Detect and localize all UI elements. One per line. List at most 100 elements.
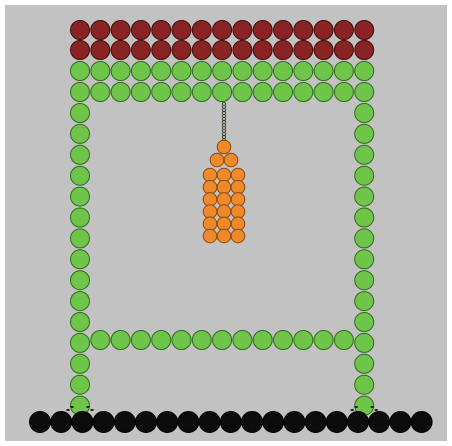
top-weight-ball (111, 41, 130, 60)
frame-crossbar-ball (253, 331, 272, 350)
frame-right-leg-ball (355, 145, 374, 164)
top-weight-ball (192, 41, 211, 60)
frame-right-leg-ball (355, 354, 374, 373)
frame-left-leg-ball (71, 375, 90, 394)
frame-crossbar-ball (152, 331, 171, 350)
top-weight-ball (91, 21, 110, 40)
frame-beam-ball (253, 83, 272, 102)
joint-marker (67, 409, 70, 411)
frame-beam-ball (172, 62, 191, 81)
frame-beam-ball (131, 62, 150, 81)
frame-right-leg-ball (355, 166, 374, 185)
frame-beam-ball (314, 83, 333, 102)
hanging-weight-ball (217, 229, 231, 243)
ground-ball (284, 412, 305, 433)
frame-beam-ball (314, 62, 333, 81)
top-weight-ball (334, 21, 353, 40)
frame-left-leg-ball (71, 313, 90, 332)
frame-beam-ball (111, 83, 130, 102)
frame-crossbar-ball (91, 331, 110, 350)
frame-crossbar-ball (192, 331, 211, 350)
ground-ball (114, 412, 135, 433)
frame-beam-ball (71, 83, 90, 102)
frame-right-leg-ball (355, 229, 374, 248)
hanging-weight-ball (210, 153, 224, 167)
ground-ball (199, 412, 220, 433)
joint-marker (351, 409, 354, 411)
frame-beam-ball (213, 83, 232, 102)
ground-ball (220, 412, 241, 433)
frame-beam-ball (192, 62, 211, 81)
frame-left-leg-ball (71, 229, 90, 248)
top-weight-ball (131, 21, 150, 40)
hanging-weight-ball (203, 168, 217, 182)
ground-ball (157, 412, 178, 433)
frame-right-leg-ball (355, 333, 374, 352)
hanging-weight-ball (203, 217, 217, 231)
frame-left-leg-ball (71, 166, 90, 185)
frame-right-leg-ball (355, 292, 374, 311)
hanging-weight-ball (203, 229, 217, 243)
top-weight-ball (233, 41, 252, 60)
ground-ball (411, 412, 432, 433)
top-weight-ball (253, 41, 272, 60)
joint-marker (71, 406, 74, 408)
hanging-weight-ball (217, 140, 231, 154)
frame-crossbar-ball (314, 331, 333, 350)
frame-beam-ball (192, 83, 211, 102)
frame-beam-ball (152, 83, 171, 102)
frame-beam-ball (294, 62, 313, 81)
frame-right-leg-ball (355, 250, 374, 269)
frame-right-leg-ball (355, 124, 374, 143)
frame-beam-ball (213, 62, 232, 81)
top-weight-ball (314, 21, 333, 40)
joint-marker (91, 409, 94, 411)
frame-left-leg-ball (71, 124, 90, 143)
hanging-weight-ball (231, 229, 245, 243)
ground-ball (72, 412, 93, 433)
top-weight-ball (213, 41, 232, 60)
top-weight-ball (253, 21, 272, 40)
top-weight-ball (172, 41, 191, 60)
frame-right-leg-ball (355, 104, 374, 123)
ground-ball (242, 412, 263, 433)
hanging-weight-ball (217, 168, 231, 182)
ground-ball (178, 412, 199, 433)
top-weight-ball (71, 21, 90, 40)
top-weight-ball (192, 21, 211, 40)
ground-ball (51, 412, 72, 433)
frame-left-leg-ball (71, 187, 90, 206)
frame-crossbar-ball (213, 331, 232, 350)
frame-right-leg-ball (355, 313, 374, 332)
top-weight-ball (334, 41, 353, 60)
hanging-weight-ball (231, 217, 245, 231)
frame-beam-ball (91, 62, 110, 81)
frame-beam-ball (334, 62, 353, 81)
ground-ball (263, 412, 284, 433)
frame-beam-ball (233, 83, 252, 102)
top-weight-ball (172, 21, 191, 40)
ground-row (30, 412, 433, 433)
frame-beam-ball (355, 62, 374, 81)
frame-beam-ball (294, 83, 313, 102)
frame-beam-ball (253, 62, 272, 81)
frame-crossbar-ball (131, 331, 150, 350)
hanging-weight-ball (217, 180, 231, 194)
top-weight-ball (314, 41, 333, 60)
frame-beam-ball (355, 83, 374, 102)
ground-ball (305, 412, 326, 433)
joint-marker (371, 406, 374, 408)
frame-left-leg-ball (71, 104, 90, 123)
top-weight-ball (152, 21, 171, 40)
frame-beam-ball (334, 83, 353, 102)
ground-ball (326, 412, 347, 433)
joint-marker (355, 406, 358, 408)
frame-right-leg-ball (355, 187, 374, 206)
ground-ball (348, 412, 369, 433)
frame-left-leg-ball (71, 250, 90, 269)
ground-ball (93, 412, 114, 433)
hanging-weight-ball (231, 193, 245, 207)
hanging-weight-ball (217, 205, 231, 219)
frame-beam-ball (152, 62, 171, 81)
top-weight-ball (91, 41, 110, 60)
